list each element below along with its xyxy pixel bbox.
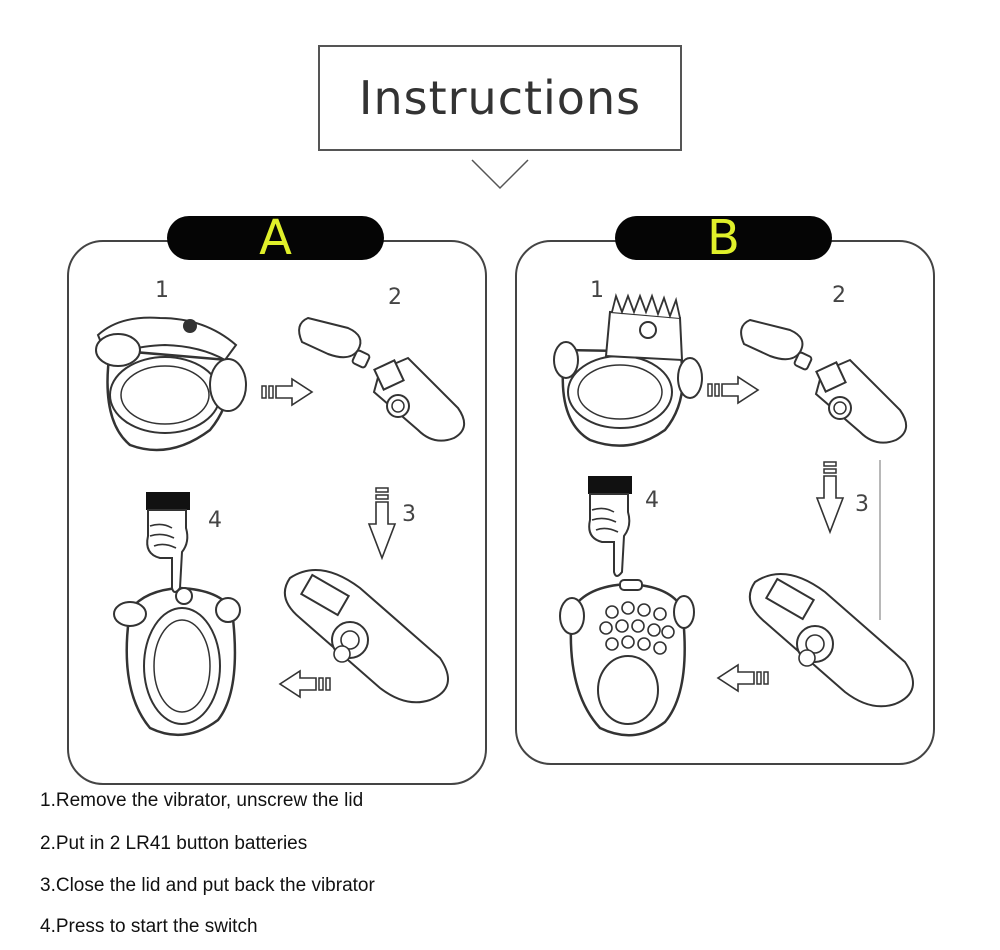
- panel-a-step-2: 2: [388, 285, 402, 310]
- panel-b-step4-ring: [559, 579, 695, 737]
- title-box: Instructions: [318, 45, 682, 151]
- panel-a-letter: A: [259, 210, 292, 266]
- panel-a-step-4: 4: [208, 508, 222, 533]
- panel-b-arrow-left: [717, 664, 769, 692]
- panel-a-arrow-down: [368, 487, 396, 559]
- title-text: Instructions: [358, 71, 642, 125]
- panel-b-step-3: 3: [855, 492, 869, 517]
- panel-b-step2-vibrator-open: [740, 319, 908, 444]
- instruction-2: 2.Put in 2 LR41 button batteries: [40, 833, 308, 854]
- instruction-3: 3.Close the lid and put back the vibrato…: [40, 875, 375, 896]
- panel-a-step4-ring: [113, 586, 241, 737]
- panel-a-step-1: 1: [155, 278, 169, 303]
- panel-a-arrow-right: [261, 378, 313, 406]
- instruction-1: 1.Remove the vibrator, unscrew the lid: [40, 790, 364, 811]
- panel-b-step1-ring: [553, 292, 703, 447]
- panel-a-step2-vibrator-open: [298, 317, 466, 442]
- panel-b-hand-icon: [587, 475, 633, 577]
- panel-a-hand-icon: [145, 491, 191, 593]
- panel-a-step-3: 3: [402, 502, 416, 527]
- instruction-4: 4.Press to start the switch: [40, 916, 258, 937]
- panel-b-step-2: 2: [832, 283, 846, 308]
- panel-a-label: A: [167, 210, 384, 266]
- panel-b-step-4: 4: [645, 488, 659, 513]
- panel-b-letter: B: [707, 210, 740, 266]
- panel-a-arrow-left: [279, 670, 331, 698]
- chevron-down-icon: [471, 159, 529, 190]
- panel-b-arrow-down: [816, 461, 844, 533]
- panel-b-label: B: [615, 210, 832, 266]
- panel-a-step1-ring: [95, 316, 247, 452]
- panel-b-step3-vibrator-closed: [748, 573, 914, 708]
- panel-b-arrow-right: [707, 376, 759, 404]
- panel-b-step-1: 1: [590, 278, 604, 303]
